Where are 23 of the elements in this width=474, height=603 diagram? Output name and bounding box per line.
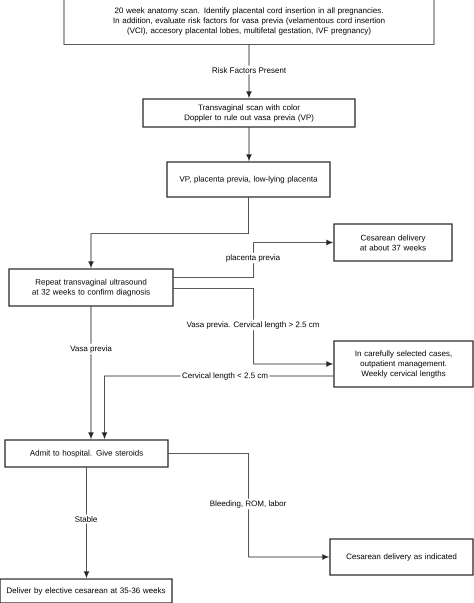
process-box: Cesarean delivery at about 37 weeks [333,223,453,262]
edge-label: Bleeding, ROM, labor [208,498,288,510]
process-box: Cesarean delivery as indicated [329,538,474,576]
process-box: Admit to hospital. Give steroids [4,439,169,468]
process-box: Deliver by elective cesarean at 35-36 weeks [0,578,173,603]
arrow [84,467,90,578]
edge-label: placenta previa [224,252,282,264]
process-box: In carefully selected cases, outpatient management. Weekly cervical lengths [333,340,474,388]
arrow [168,453,328,560]
process-box: Transvaginal scan with color Doppler to rule out vasa previa (VP) [142,98,356,128]
arrow [173,288,332,367]
edge-label: Risk Factors Present [210,66,288,74]
arrow [88,197,249,268]
arrow [88,306,94,438]
arrow [246,127,252,160]
edge-label: Stable [73,514,99,524]
process-box: VP, placenta previa, low-lying placenta [166,161,331,198]
arrow [173,240,332,278]
process-box: Repeat transvaginal ultrasound at 32 weeks to confirm diagnosis [8,268,174,307]
edge-label: Cervical length < 2.5 cm [180,370,270,382]
edge-label: Vasa previa. Cervical length > 2.5 cm [185,320,321,330]
edge-label: Vasa previa [68,344,114,354]
process-box: 20 week anatomy scan. Identify placental cord insertion in all pregnancies. In addition, evaluate risk factors for vasa previa (velamentous cord insertion (VCI), accesory placental lobes, multifetal gestation, IVF pregnancy) [64,0,434,45]
